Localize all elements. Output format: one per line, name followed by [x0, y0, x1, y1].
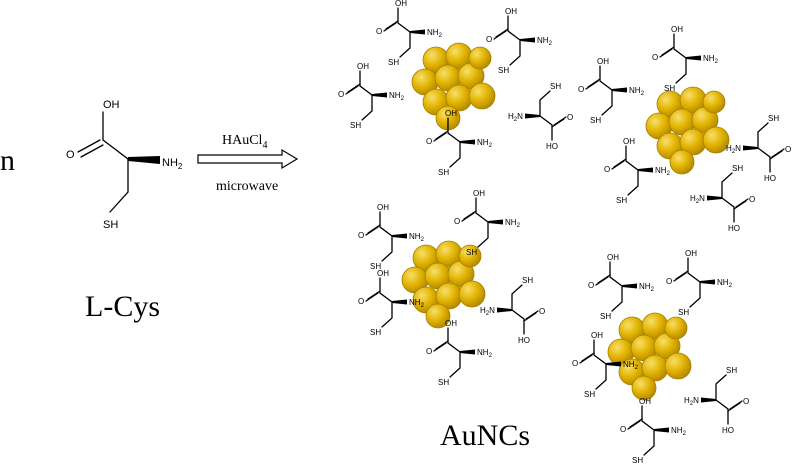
reagent-label: HAuCl4: [222, 133, 267, 151]
gold-cluster-2: [645, 86, 730, 175]
left-fragment-n: n: [0, 144, 15, 177]
reactant-label: L-Cys: [85, 290, 160, 323]
bond-c-cooh: [102, 139, 129, 160]
ligand-4e: [619, 396, 688, 466]
nanocluster-4: [571, 248, 750, 466]
condition-label: microwave: [216, 179, 278, 194]
reaction-arrow: HAuCl4 microwave: [197, 133, 299, 194]
ligand-1d: [507, 81, 574, 152]
nanocluster-3: [357, 188, 546, 388]
bond-cb-s: [109, 191, 129, 213]
gold-cluster-4: [607, 312, 692, 401]
wedge-bond-nh2: [128, 156, 160, 164]
ligand-1b: [485, 6, 554, 76]
bond-c-o-double-1: [77, 139, 101, 153]
ligand-3e: [425, 318, 494, 388]
ligand-1c: [337, 61, 406, 131]
l-cysteine-structure: OH O NH2 SH: [66, 99, 183, 231]
hollow-arrow: [197, 148, 299, 170]
ligand-2e: [689, 163, 756, 234]
ligand-4b: [665, 248, 734, 318]
ligand-4d: [683, 365, 750, 436]
label-nh2: NH2: [162, 157, 183, 171]
ligand-3d: [479, 275, 546, 346]
product-label: AuNCs: [440, 419, 530, 452]
nanocluster-1: [337, 0, 574, 178]
label-o: O: [66, 149, 75, 161]
ligand-2a: [651, 24, 720, 94]
label-sh: SH: [103, 219, 118, 231]
bond-c-o-double-2: [80, 144, 104, 158]
nanocluster-2: [577, 24, 792, 234]
ligand-4a: [587, 252, 656, 322]
label-oh: OH: [103, 99, 120, 111]
ligand-2b: [577, 56, 646, 126]
